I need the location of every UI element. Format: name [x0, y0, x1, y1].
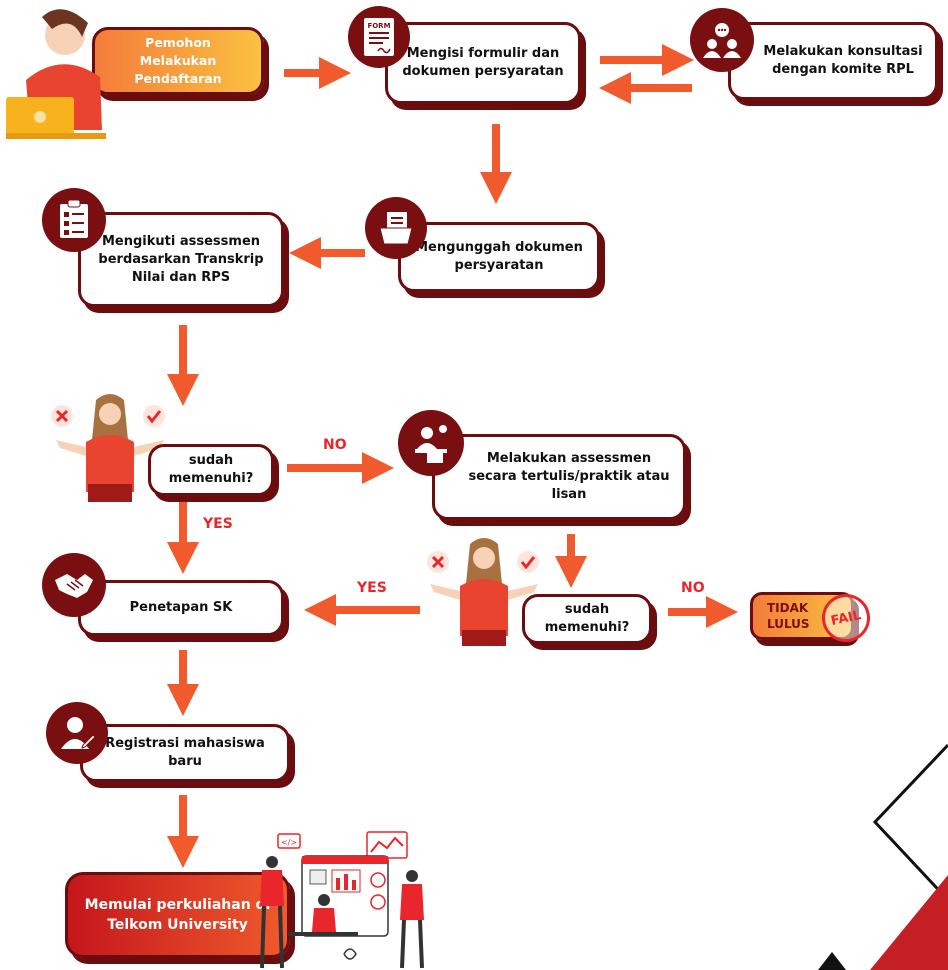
label-yes-1: YES — [203, 516, 233, 532]
decision-2-label: sudah memenuhi? — [544, 602, 630, 635]
step-register: Registrasi mahasiswa baru — [80, 724, 290, 782]
students-working-illustration: </> — [260, 831, 424, 969]
step-assess-transcript: Mengikuti assessmen berdasarkan Transkri… — [78, 212, 284, 307]
clipboard-icon — [42, 188, 106, 252]
label-yes-2: YES — [357, 580, 387, 596]
decorative-outline-diamond — [872, 743, 948, 902]
upload-icon — [365, 197, 427, 259]
decision-2: sudah memenuhi? — [522, 594, 652, 644]
step-start-label: Pemohon Melakukan Pendaftaran — [134, 35, 222, 86]
form-icon-text: FORM — [367, 22, 390, 30]
step-consult-label: Melakukan konsultasi dengan komite RPL — [763, 44, 923, 77]
decorative-black-corner — [818, 952, 846, 970]
step-fail-label: TIDAK LULUS — [767, 601, 810, 631]
step-upload-label: Mengunggah dokumen persyaratan — [415, 240, 583, 273]
form-icon: FORM — [348, 6, 410, 68]
writing-desk-icon — [398, 410, 464, 476]
step-start: Pemohon Melakukan Pendaftaran — [92, 27, 264, 95]
decorative-red-diamond — [870, 875, 948, 970]
handshake-icon — [42, 553, 106, 617]
step-end: Memulai perkuliahan di Telkom University — [65, 872, 290, 958]
step-sk-label: Penetapan SK — [129, 600, 233, 615]
step-assess-written: Melakukan assessmen secara tertulis/prak… — [432, 434, 686, 520]
decision-1-label: sudah memenuhi? — [168, 453, 254, 486]
label-no-1: NO — [323, 437, 347, 453]
step-form-label: Mengisi formulir dan dokumen persyaratan — [402, 46, 564, 79]
step-upload: Mengunggah dokumen persyaratan — [398, 222, 600, 292]
step-form: Mengisi formulir dan dokumen persyaratan — [385, 22, 581, 104]
step-sk: Penetapan SK — [78, 580, 284, 636]
step-consult: Melakukan konsultasi dengan komite RPL — [728, 22, 938, 100]
step-register-label: Registrasi mahasiswa baru — [105, 736, 265, 769]
consultation-icon — [690, 8, 754, 72]
step-assess-written-label: Melakukan assessmen secara tertulis/prak… — [468, 451, 670, 502]
step-assess-transcript-label: Mengikuti assessmen berdasarkan Transkri… — [98, 233, 264, 285]
woman-shrug-illustration-1 — [51, 394, 165, 502]
user-edit-icon — [46, 702, 108, 764]
code-tag-text: </> — [281, 838, 297, 847]
fail-stamp-text: FAIL — [829, 607, 863, 629]
label-no-2: NO — [681, 580, 705, 596]
applicant-illustration — [6, 9, 106, 139]
decision-1: sudah memenuhi? — [148, 444, 274, 496]
woman-shrug-illustration-2 — [427, 538, 539, 646]
step-end-label: Memulai perkuliahan di Telkom University — [84, 897, 271, 933]
